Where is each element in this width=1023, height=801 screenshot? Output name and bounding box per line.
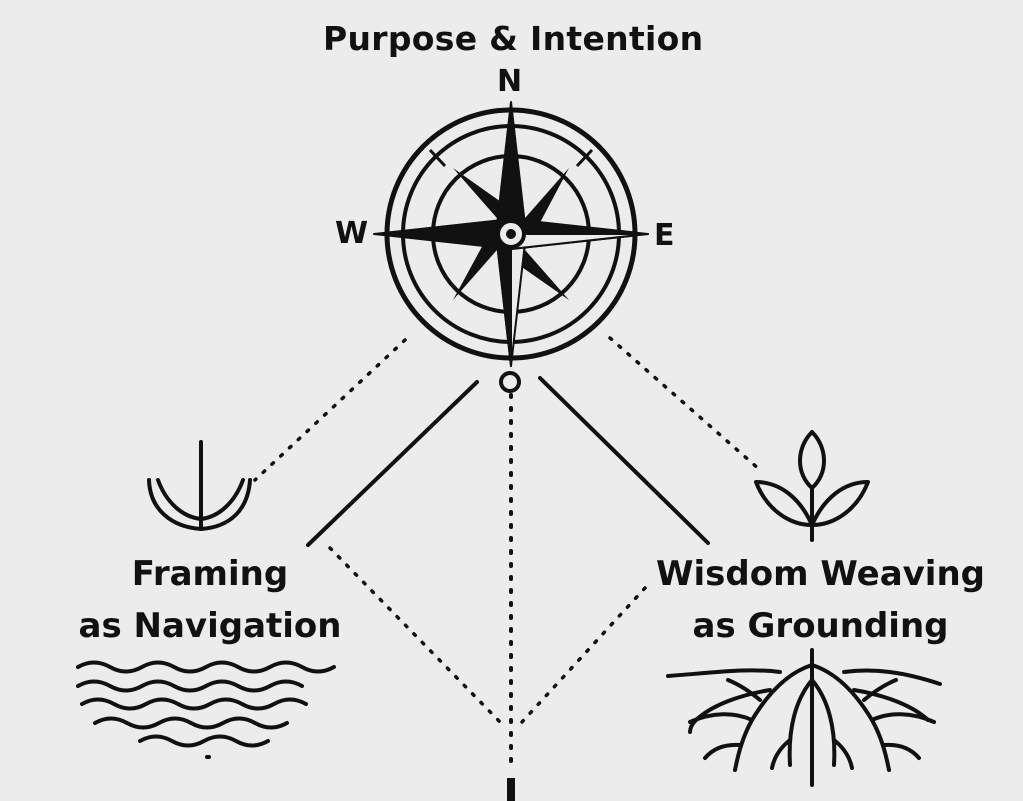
waves-icon <box>76 660 336 759</box>
diagram-title: Purpose & Intention <box>323 19 704 58</box>
center-stem-mark <box>507 778 515 801</box>
left-node-label: Framing as Navigation <box>55 548 365 652</box>
sprout-icon <box>754 430 870 542</box>
dotted-connector-upper-left <box>253 338 407 482</box>
compass-east-label: E <box>654 218 675 253</box>
dotted-connector-upper-right <box>608 336 762 472</box>
left-node-label-line1: Framing <box>131 554 289 594</box>
connectors <box>253 336 762 801</box>
compass-west-label: W <box>335 216 369 251</box>
roots-icon <box>666 648 942 787</box>
dotted-connector-lower-left <box>328 546 502 724</box>
dotted-connector-lower-right <box>520 586 647 724</box>
anchor-icon <box>147 440 252 531</box>
compass-icon <box>373 101 649 393</box>
compass-north-label: N <box>497 64 523 99</box>
solid-connector-left <box>306 380 479 547</box>
right-node-label-line1: Wisdom Weaving <box>655 554 985 594</box>
right-node-label: Wisdom Weaving as Grounding <box>648 548 993 652</box>
solid-connector-right <box>538 376 710 545</box>
right-node-label-line2: as Grounding <box>692 606 949 646</box>
left-node-label-line2: as Navigation <box>78 606 342 646</box>
